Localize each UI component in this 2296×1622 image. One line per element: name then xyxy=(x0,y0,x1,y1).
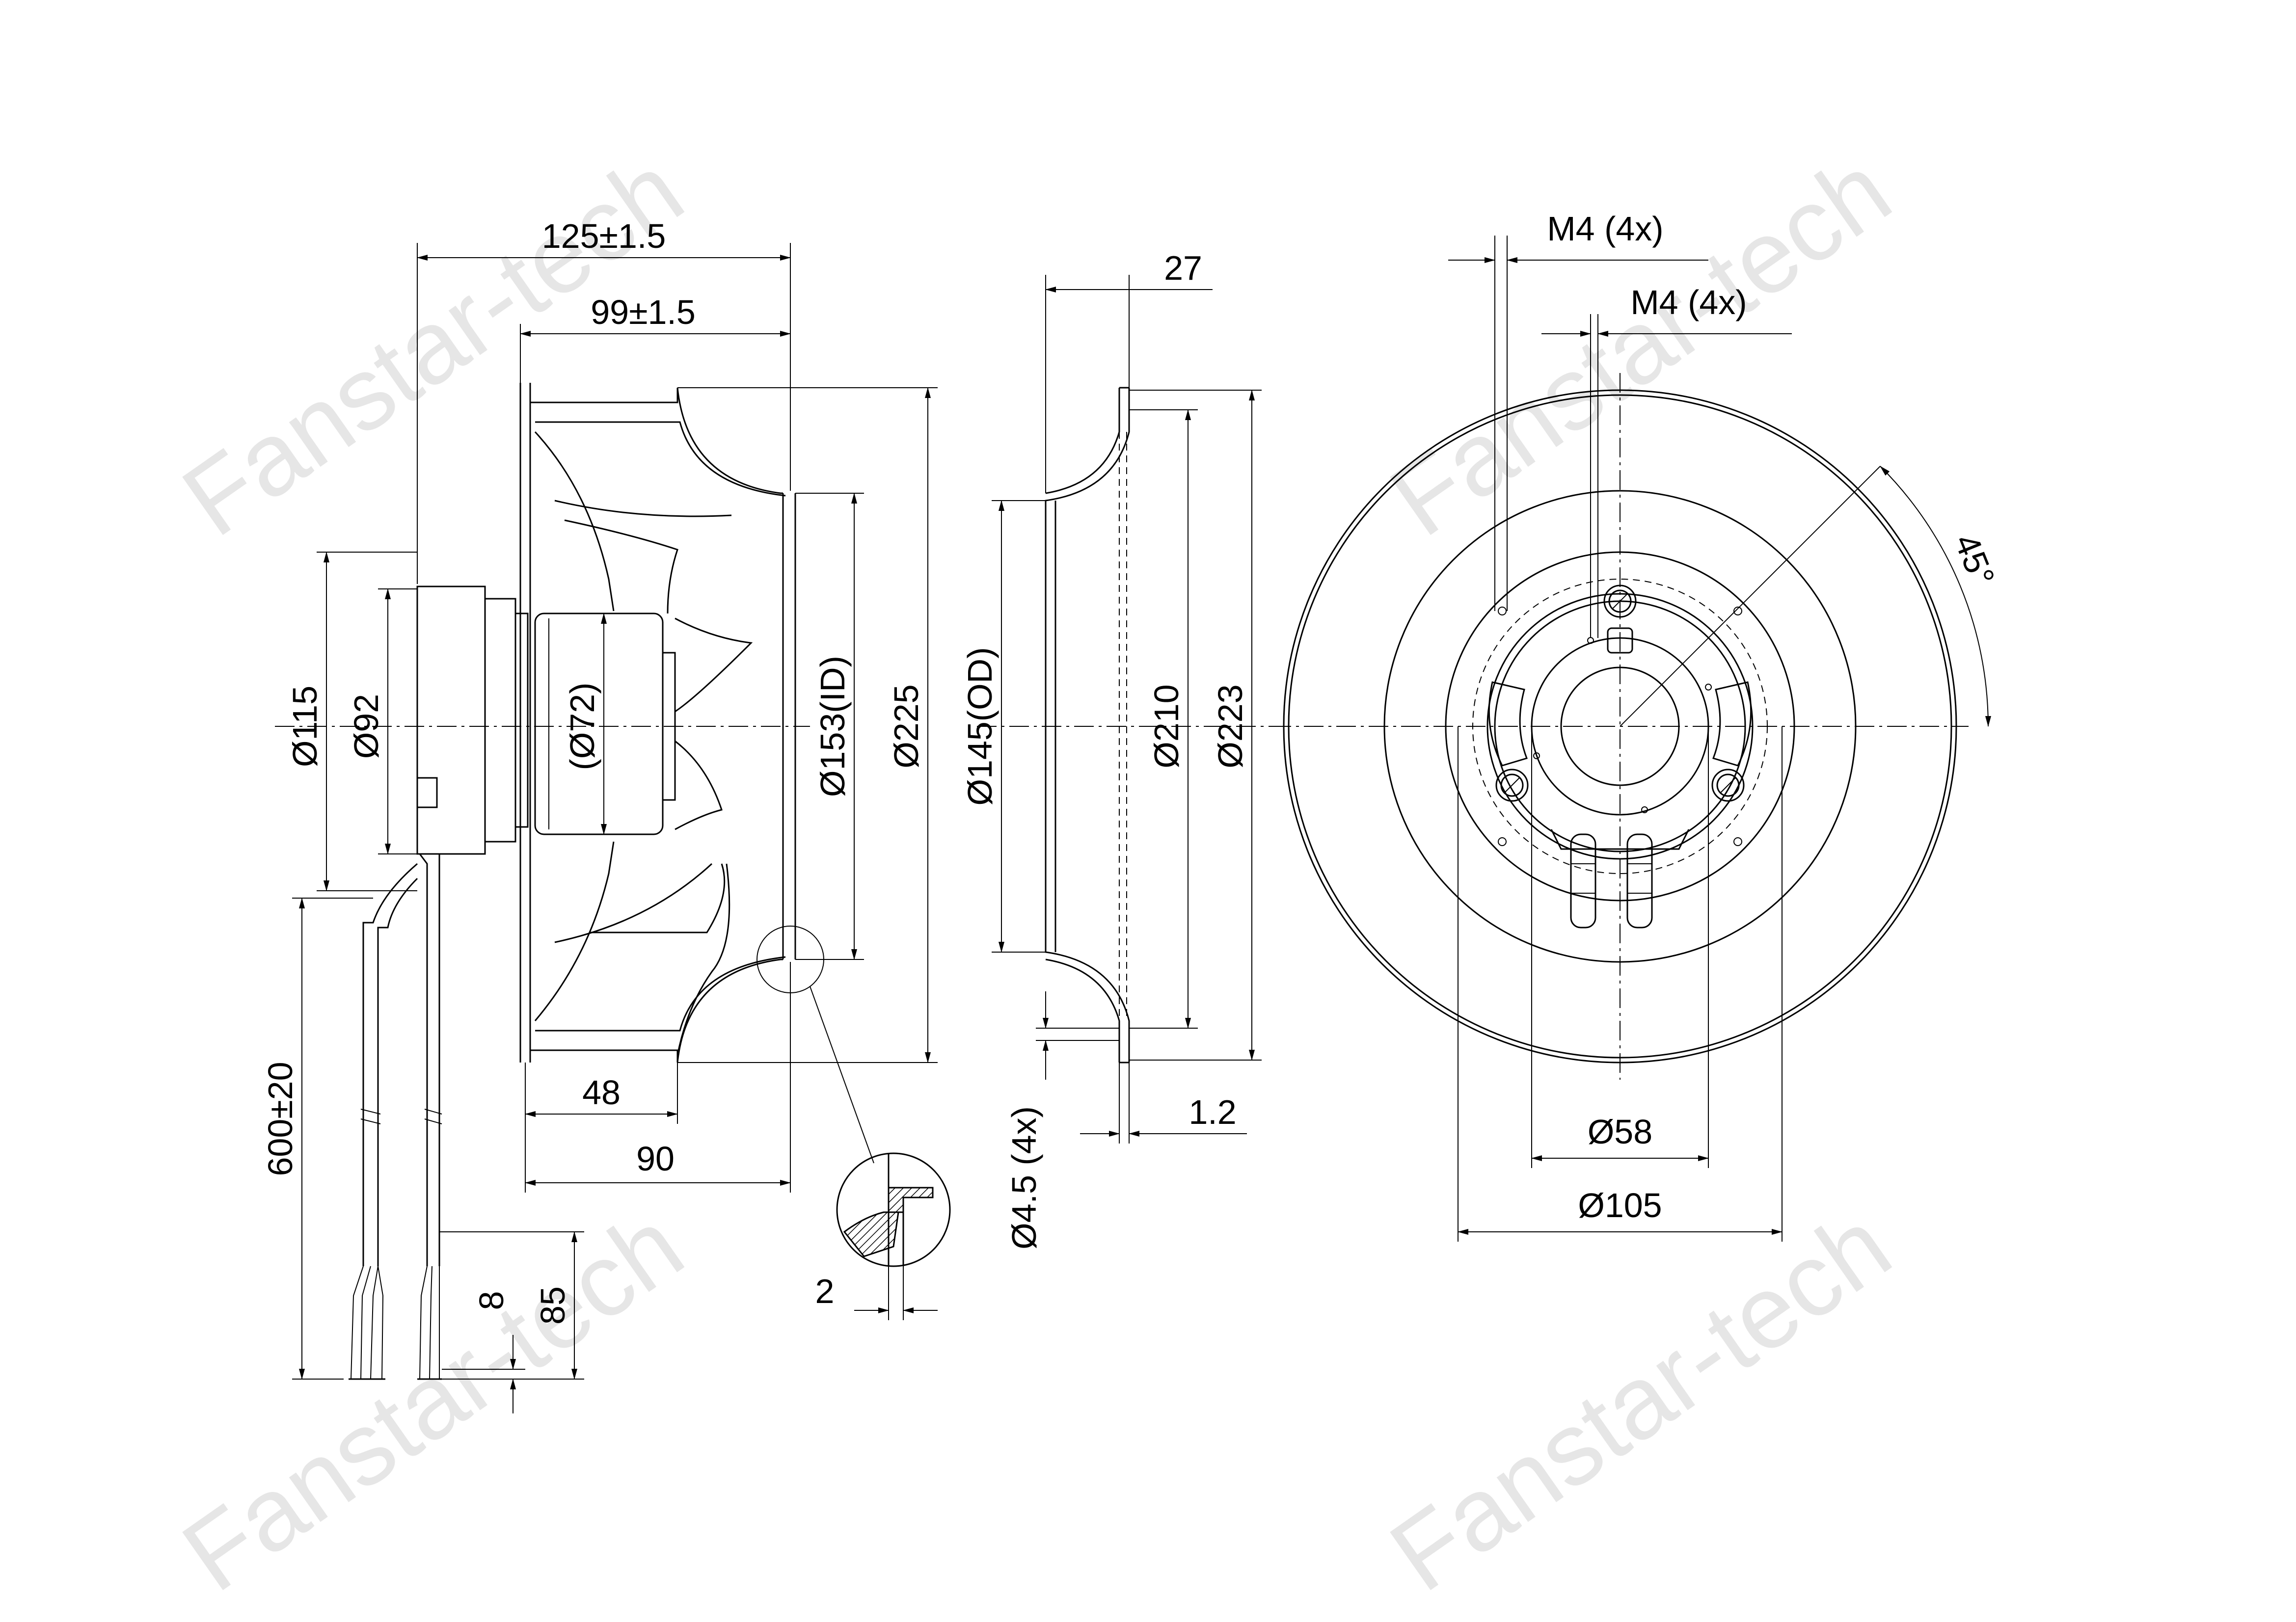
dim-dia-105: Ø105 xyxy=(1578,1186,1662,1224)
connector-box xyxy=(416,777,438,808)
motor-collar xyxy=(514,612,529,828)
cable-gland-right xyxy=(1626,833,1653,929)
hub-cap xyxy=(662,652,676,801)
screw-group xyxy=(1495,585,1745,802)
label-angle: 45° xyxy=(1947,529,2002,591)
dim-dia-115: Ø115 xyxy=(286,686,324,767)
dim-overall-length: 125±1.5 xyxy=(542,217,666,255)
dim-ring-depth: 27 xyxy=(1164,249,1202,287)
dim-cable-length: 600±20 xyxy=(261,1062,299,1176)
dim-dia-92: Ø92 xyxy=(347,694,385,759)
slot-left xyxy=(1488,681,1528,767)
dim-48: 48 xyxy=(582,1073,621,1112)
ring-view: 27 Ø145(OD) Ø210 Ø223 Ø4.5 (4x) 1.2 xyxy=(961,249,1276,1250)
watermark-3: Fanstar-tech xyxy=(162,1187,702,1613)
mounting-holes xyxy=(1498,607,1742,846)
shroud-lower xyxy=(530,958,783,1063)
cable-gland-left xyxy=(1570,833,1596,929)
cable-exit xyxy=(1550,829,1690,850)
watermark-1: Fanstar-tech xyxy=(162,132,702,558)
dim-dia-58: Ø58 xyxy=(1588,1113,1652,1151)
watermark-group: Fanstar-tech Fanstar-tech Fanstar-tech F… xyxy=(162,132,1910,1613)
dim-holes: Ø4.5 (4x) xyxy=(1005,1106,1043,1250)
detail-view: 2 xyxy=(815,1152,951,1320)
slot-right xyxy=(1712,681,1752,767)
blade-1 xyxy=(534,431,615,612)
motor-housing xyxy=(484,598,516,843)
dim-dia-210: Ø210 xyxy=(1147,684,1186,768)
dim-dia-145: Ø145(OD) xyxy=(961,647,999,806)
label-thread-inner: M4 (4x) xyxy=(1630,283,1747,321)
dim-dia-223: Ø223 xyxy=(1211,684,1249,768)
dim-ring-thickness: 1.2 xyxy=(1189,1093,1236,1131)
shroud-upper xyxy=(530,387,783,494)
side-view: 125±1.5 99±1.5 Ø115 Ø92 (Ø72) Ø153(ID) Ø… xyxy=(261,217,951,1413)
label-thread-outer: M4 (4x) xyxy=(1547,210,1663,248)
dim-2: 2 xyxy=(815,1272,835,1310)
dim-dia-72: (Ø72) xyxy=(563,683,601,771)
dim-85: 85 xyxy=(534,1286,572,1325)
dim-90: 90 xyxy=(636,1140,675,1178)
blade-3 xyxy=(675,740,723,830)
motor-cable xyxy=(349,853,442,1380)
watermark-4: Fanstar-tech xyxy=(1370,1187,1910,1613)
motor-flange xyxy=(416,585,486,855)
angle-arc xyxy=(1880,466,1991,727)
dim-8: 8 xyxy=(472,1291,511,1310)
ring-profile xyxy=(1045,388,1130,1063)
dim-impeller-length: 99±1.5 xyxy=(591,293,696,331)
blade-4 xyxy=(534,841,615,1021)
watermark-2: Fanstar-tech xyxy=(1370,132,1910,558)
dim-dia-225: Ø225 xyxy=(887,684,925,768)
dim-dia-153: Ø153(ID) xyxy=(813,656,852,797)
detail-leader xyxy=(810,986,874,1164)
blade-2 xyxy=(675,617,753,713)
